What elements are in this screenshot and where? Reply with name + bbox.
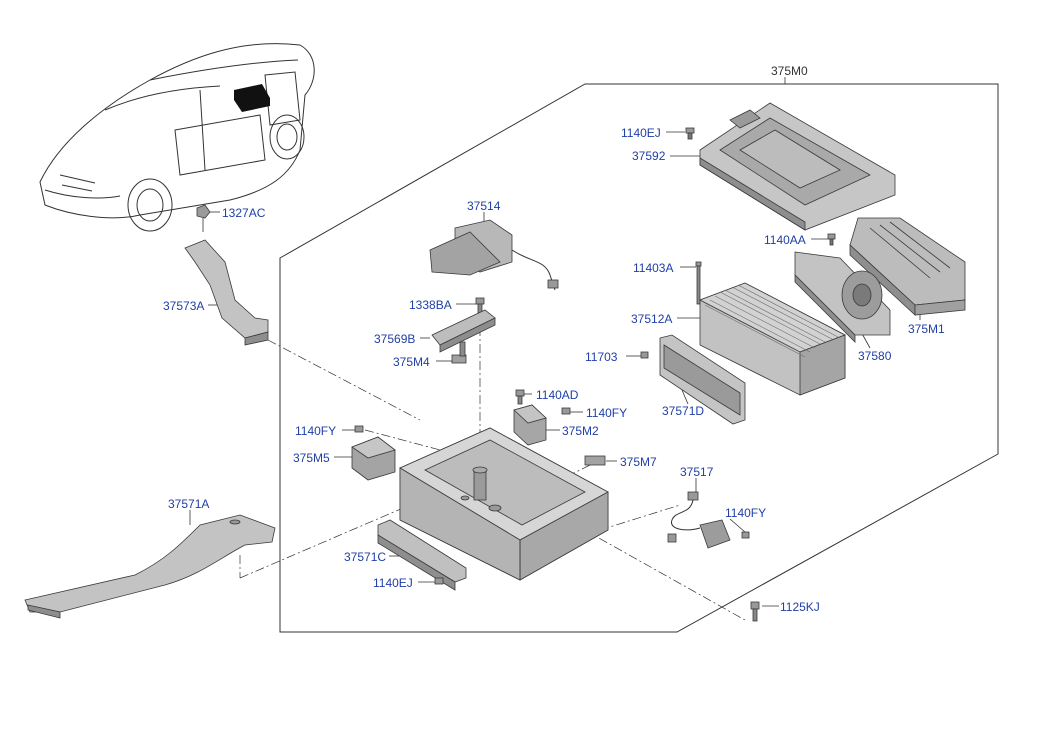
label-37571A[interactable]: 37571A [168, 497, 210, 511]
bolt-1140FY-right [741, 531, 750, 539]
battery-tray [399, 427, 609, 581]
label-375M2[interactable]: 375M2 [562, 424, 599, 438]
label-37573A[interactable]: 37573A [163, 299, 205, 313]
label-375M1[interactable]: 375M1 [908, 322, 945, 336]
assembly-boundary [279, 83, 999, 633]
bolt-1140FY-mid [561, 407, 571, 415]
label-37512A[interactable]: 37512A [631, 312, 673, 326]
vehicle-illustration [39, 43, 315, 232]
label-1140AA[interactable]: 1140AA [764, 233, 806, 247]
label-37514[interactable]: 37514 [467, 199, 501, 213]
label-37580[interactable]: 37580 [858, 349, 892, 363]
harness-37517 [667, 491, 731, 549]
clip-375M7 [584, 455, 606, 466]
bolt-1140AD [515, 389, 525, 405]
label-11403A[interactable]: 11403A [633, 261, 674, 275]
leader-lines [189, 77, 921, 607]
label-375M5[interactable]: 375M5 [293, 451, 330, 465]
label-1140FY-left[interactable]: 1140FY [295, 424, 337, 438]
label-1338BA[interactable]: 1338BA [409, 298, 452, 312]
relay-375M5 [351, 436, 396, 481]
duct-37571A [24, 514, 276, 619]
label-1140EJ-bottom[interactable]: 1140EJ [373, 576, 413, 590]
bolt-1125KJ [750, 601, 760, 622]
relay-375M2 [513, 404, 547, 446]
bracket-37569B [431, 309, 496, 353]
bracket-37514 [429, 219, 559, 291]
label-11703[interactable]: 11703 [585, 350, 618, 364]
label-37571C[interactable]: 37571C [344, 550, 387, 564]
label-1140EJ-top[interactable]: 1140EJ [621, 126, 661, 140]
bolt-11403A [695, 261, 702, 305]
bolt-1140FY-left [354, 425, 364, 433]
vehicle-battery-location [234, 84, 270, 112]
label-375M0[interactable]: 375M0 [771, 64, 808, 78]
label-375M4[interactable]: 375M4 [393, 355, 430, 369]
bolt-1140EJ-top [685, 127, 695, 140]
label-37592[interactable]: 37592 [632, 149, 666, 163]
bms-module-375M1 [849, 217, 966, 316]
label-37517[interactable]: 37517 [680, 465, 714, 479]
cooling-fan-37580 [794, 251, 891, 343]
clip-1327AC [196, 204, 211, 232]
bolt-1140EJ-bottom [434, 577, 444, 585]
duct-37571D [659, 334, 746, 425]
label-1327AC[interactable]: 1327AC [222, 206, 266, 220]
screw-11703 [640, 351, 649, 359]
insulator-37571C [377, 519, 467, 591]
label-1140FY-mid[interactable]: 1140FY [586, 406, 628, 420]
duct-37573A [184, 239, 269, 346]
label-1140FY-right[interactable]: 1140FY [725, 506, 767, 520]
label-37571D[interactable]: 37571D [662, 404, 705, 418]
label-375M7[interactable]: 375M7 [620, 455, 657, 469]
label-37569B[interactable]: 37569B [374, 332, 416, 346]
battery-cover-37592 [699, 102, 896, 231]
clip-375M4 [451, 341, 467, 364]
label-1140AD[interactable]: 1140AD [536, 388, 579, 402]
battery-module-37512A [699, 282, 846, 396]
label-1125KJ[interactable]: 1125KJ [780, 600, 820, 614]
bolt-1140AA [827, 233, 836, 246]
